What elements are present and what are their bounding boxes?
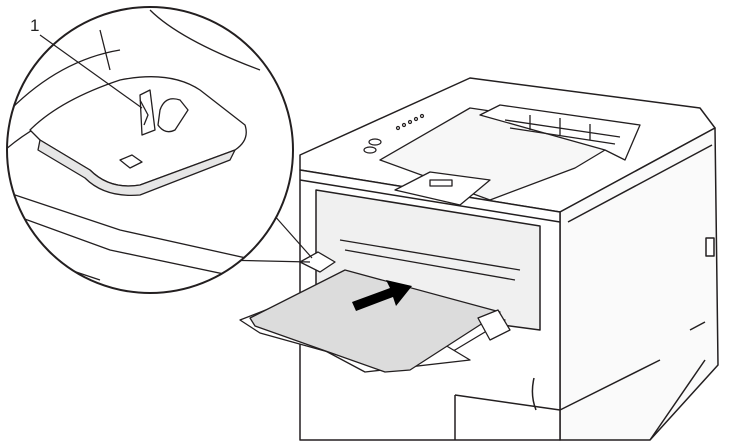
- flap-tab: [429, 179, 453, 187]
- output-rollers: [504, 115, 621, 145]
- callout-leader-1: [39, 34, 143, 109]
- power-connector-icon: [705, 237, 715, 257]
- status-led: [413, 116, 419, 122]
- tray-rail: [339, 239, 521, 281]
- cancel-button[interactable]: [363, 146, 377, 154]
- arrow-right-icon: [352, 280, 412, 311]
- front-lock-slot: [531, 377, 537, 411]
- output-tray: [379, 104, 641, 206]
- paper-guide-left: [299, 251, 336, 273]
- control-panel: [363, 113, 425, 154]
- guide-shadow: [37, 139, 236, 197]
- paper-guide-right: [477, 309, 511, 341]
- guide-mark: [139, 99, 149, 126]
- paper-sheet: [249, 269, 501, 373]
- manual-feed-tray: [239, 239, 521, 373]
- status-led: [395, 125, 401, 131]
- printer-paper-tray: [454, 359, 661, 440]
- printer-side-seam: [567, 144, 713, 441]
- callout-number-1: 1: [30, 16, 40, 35]
- output-support-flap: [394, 171, 491, 206]
- guide-notch: [119, 154, 143, 169]
- zoom-detail: [7, 7, 293, 293]
- front-cover-edge: [299, 179, 561, 223]
- zoom-circle-border: [6, 6, 294, 294]
- go-button[interactable]: [368, 138, 382, 146]
- guide-lever[interactable]: [157, 98, 189, 133]
- status-led: [401, 122, 407, 128]
- guide-lever-slot: [139, 89, 156, 136]
- status-led: [407, 119, 413, 125]
- status-led: [419, 113, 425, 119]
